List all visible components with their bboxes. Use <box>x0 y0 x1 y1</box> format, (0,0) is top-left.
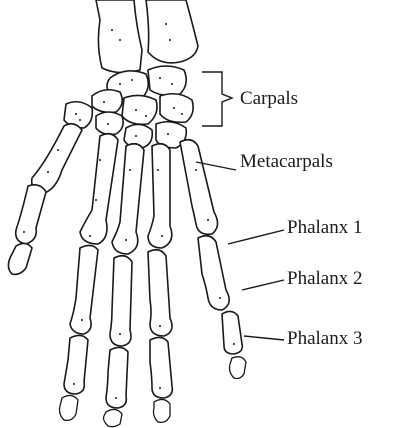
label-phalanx-2: Phalanx 2 <box>287 269 362 288</box>
label-phalanx-1: Phalanx 1 <box>287 218 362 237</box>
metacarpal-bones <box>32 124 218 254</box>
thumb-phalanges <box>8 185 46 275</box>
label-carpals: Carpals <box>240 89 298 108</box>
proximal-phalanges <box>70 236 229 346</box>
label-metacarpals: Metacarpals <box>240 152 333 171</box>
forearm-bones <box>96 0 198 73</box>
phalanx1-leader <box>228 230 284 244</box>
carpals-bracket <box>202 72 232 126</box>
phalanx3-leader <box>244 336 284 340</box>
label-phalanx-3: Phalanx 3 <box>287 329 362 348</box>
phalanx2-leader <box>242 280 284 290</box>
carpal-bones <box>64 66 193 148</box>
